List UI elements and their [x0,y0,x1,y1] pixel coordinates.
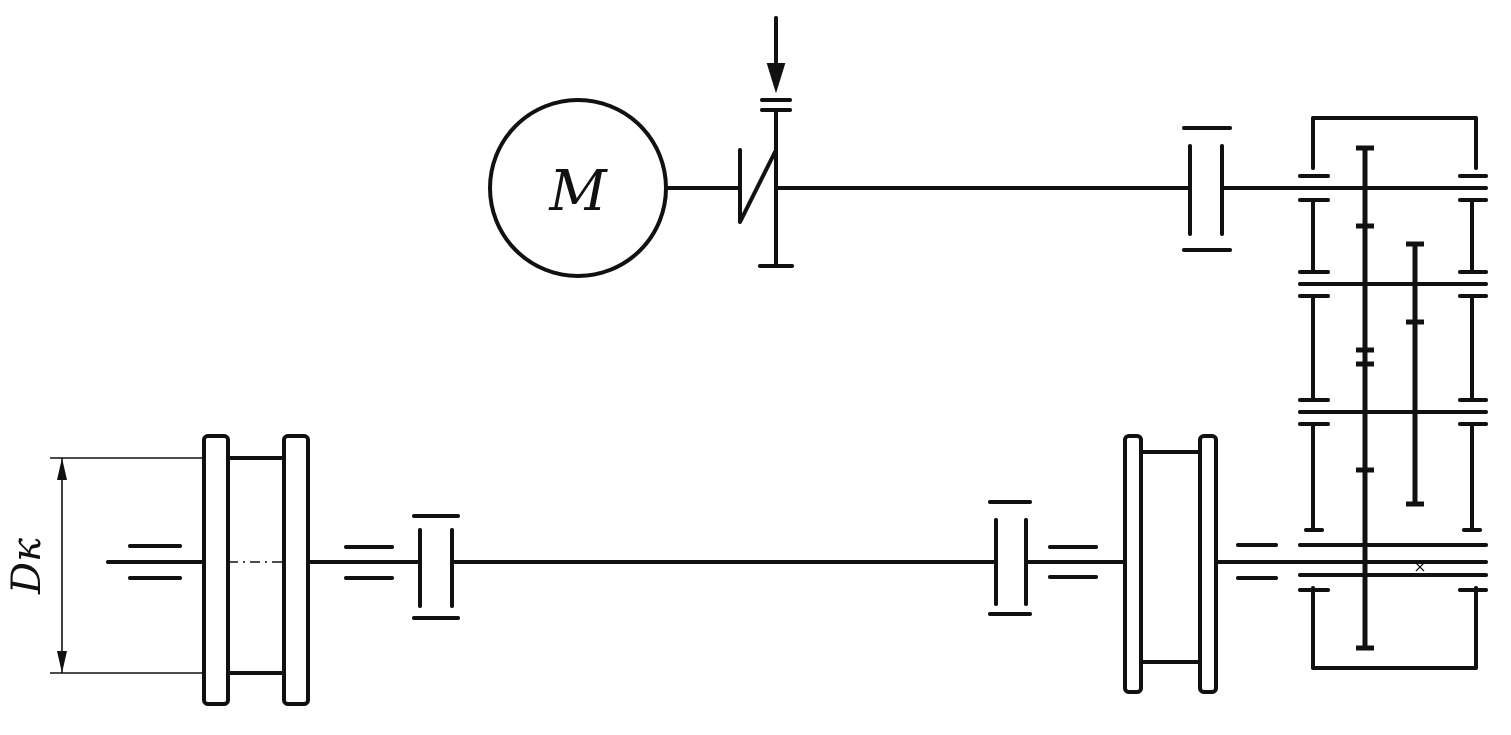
right-drum-flange-right [1198,434,1218,694]
lower-left-coupling [412,514,460,620]
left-drum-flange-left [202,434,230,706]
gear-2 [1406,241,1424,507]
right-drum [1123,434,1218,694]
left-drum [106,434,310,706]
motor: M [488,98,668,278]
gearbox-right-wall [1462,198,1482,532]
drum-diameter-label: Dк [4,538,50,595]
gearbox: × [1298,116,1488,670]
gearbox-housing-top [1311,116,1478,170]
gearbox-bearings [1298,174,1488,592]
right-drum-flange-left [1123,434,1143,694]
brake [738,16,794,268]
left-drum-flange-right [282,434,310,706]
dim-arrow-bottom [57,651,67,673]
motor-label: M [548,159,608,224]
diameter-dimension: Dк [4,457,204,674]
force-arrow-head [766,63,786,94]
lower-right-coupling [988,500,1032,616]
brake-jaw [738,148,778,224]
gear-1 [1356,145,1374,651]
dim-arrow-top [57,458,67,480]
gear-mesh-mark: × [1413,557,1426,576]
gearbox-housing-bottom [1311,586,1478,670]
gearbox-left-wall [1304,198,1324,532]
